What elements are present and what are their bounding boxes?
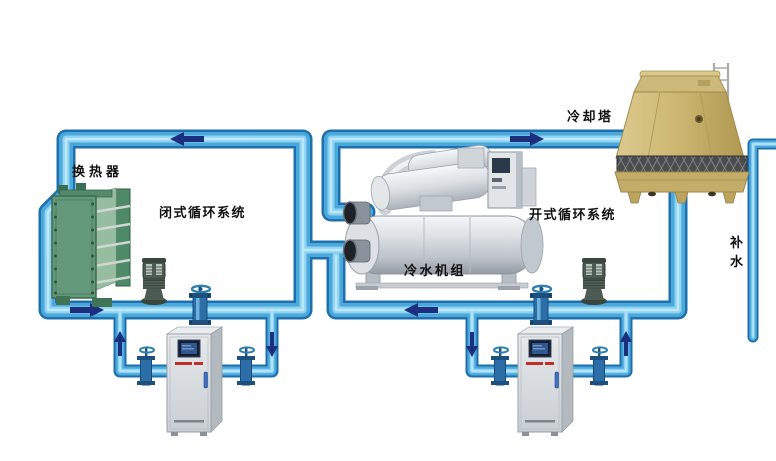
arrow-bypass-right-up [620,331,632,356]
cooling-tower [614,63,750,204]
valve-closed-bypass-right [237,346,255,386]
arrow-bypass-left-up [114,331,126,356]
closed-loop-system-label: 闭式循环系统 [159,206,247,221]
chiller-unit-label: 冷水机组 [404,264,467,279]
valve-closed-bypass-left [137,346,155,386]
valve-open-bypass-right [590,346,608,386]
pump-open-loop [581,258,607,305]
bypass-valves [137,346,608,386]
plate-heat-exchanger [51,183,131,307]
control-cabinet-left [165,326,224,436]
control-cabinet-right [516,326,575,436]
heat-exchanger-label: 换热器 [72,165,124,180]
arrow-bypass-left-down [266,332,278,357]
valve-open-loop-main [530,284,553,325]
chiller-nozzle-lower [342,239,371,263]
cooling-tower-label: 冷却塔 [567,110,614,125]
open-loop-system-label: 开式循环系统 [529,208,617,223]
arrow-bypass-right-down [466,332,478,357]
chiller-nozzle-upper [342,201,371,225]
valve-closed-loop-main [189,284,212,325]
flow-arrows [70,132,632,357]
arrow-open-bottom-left [404,303,438,317]
water-chiller-unit [342,144,544,290]
pump-closed-loop [141,258,167,305]
makeup-water-label: 补水 [730,236,744,270]
arrow-closed-top-left [170,132,204,146]
valve-open-bypass-left [491,346,509,386]
arrow-open-top-right [510,132,544,146]
